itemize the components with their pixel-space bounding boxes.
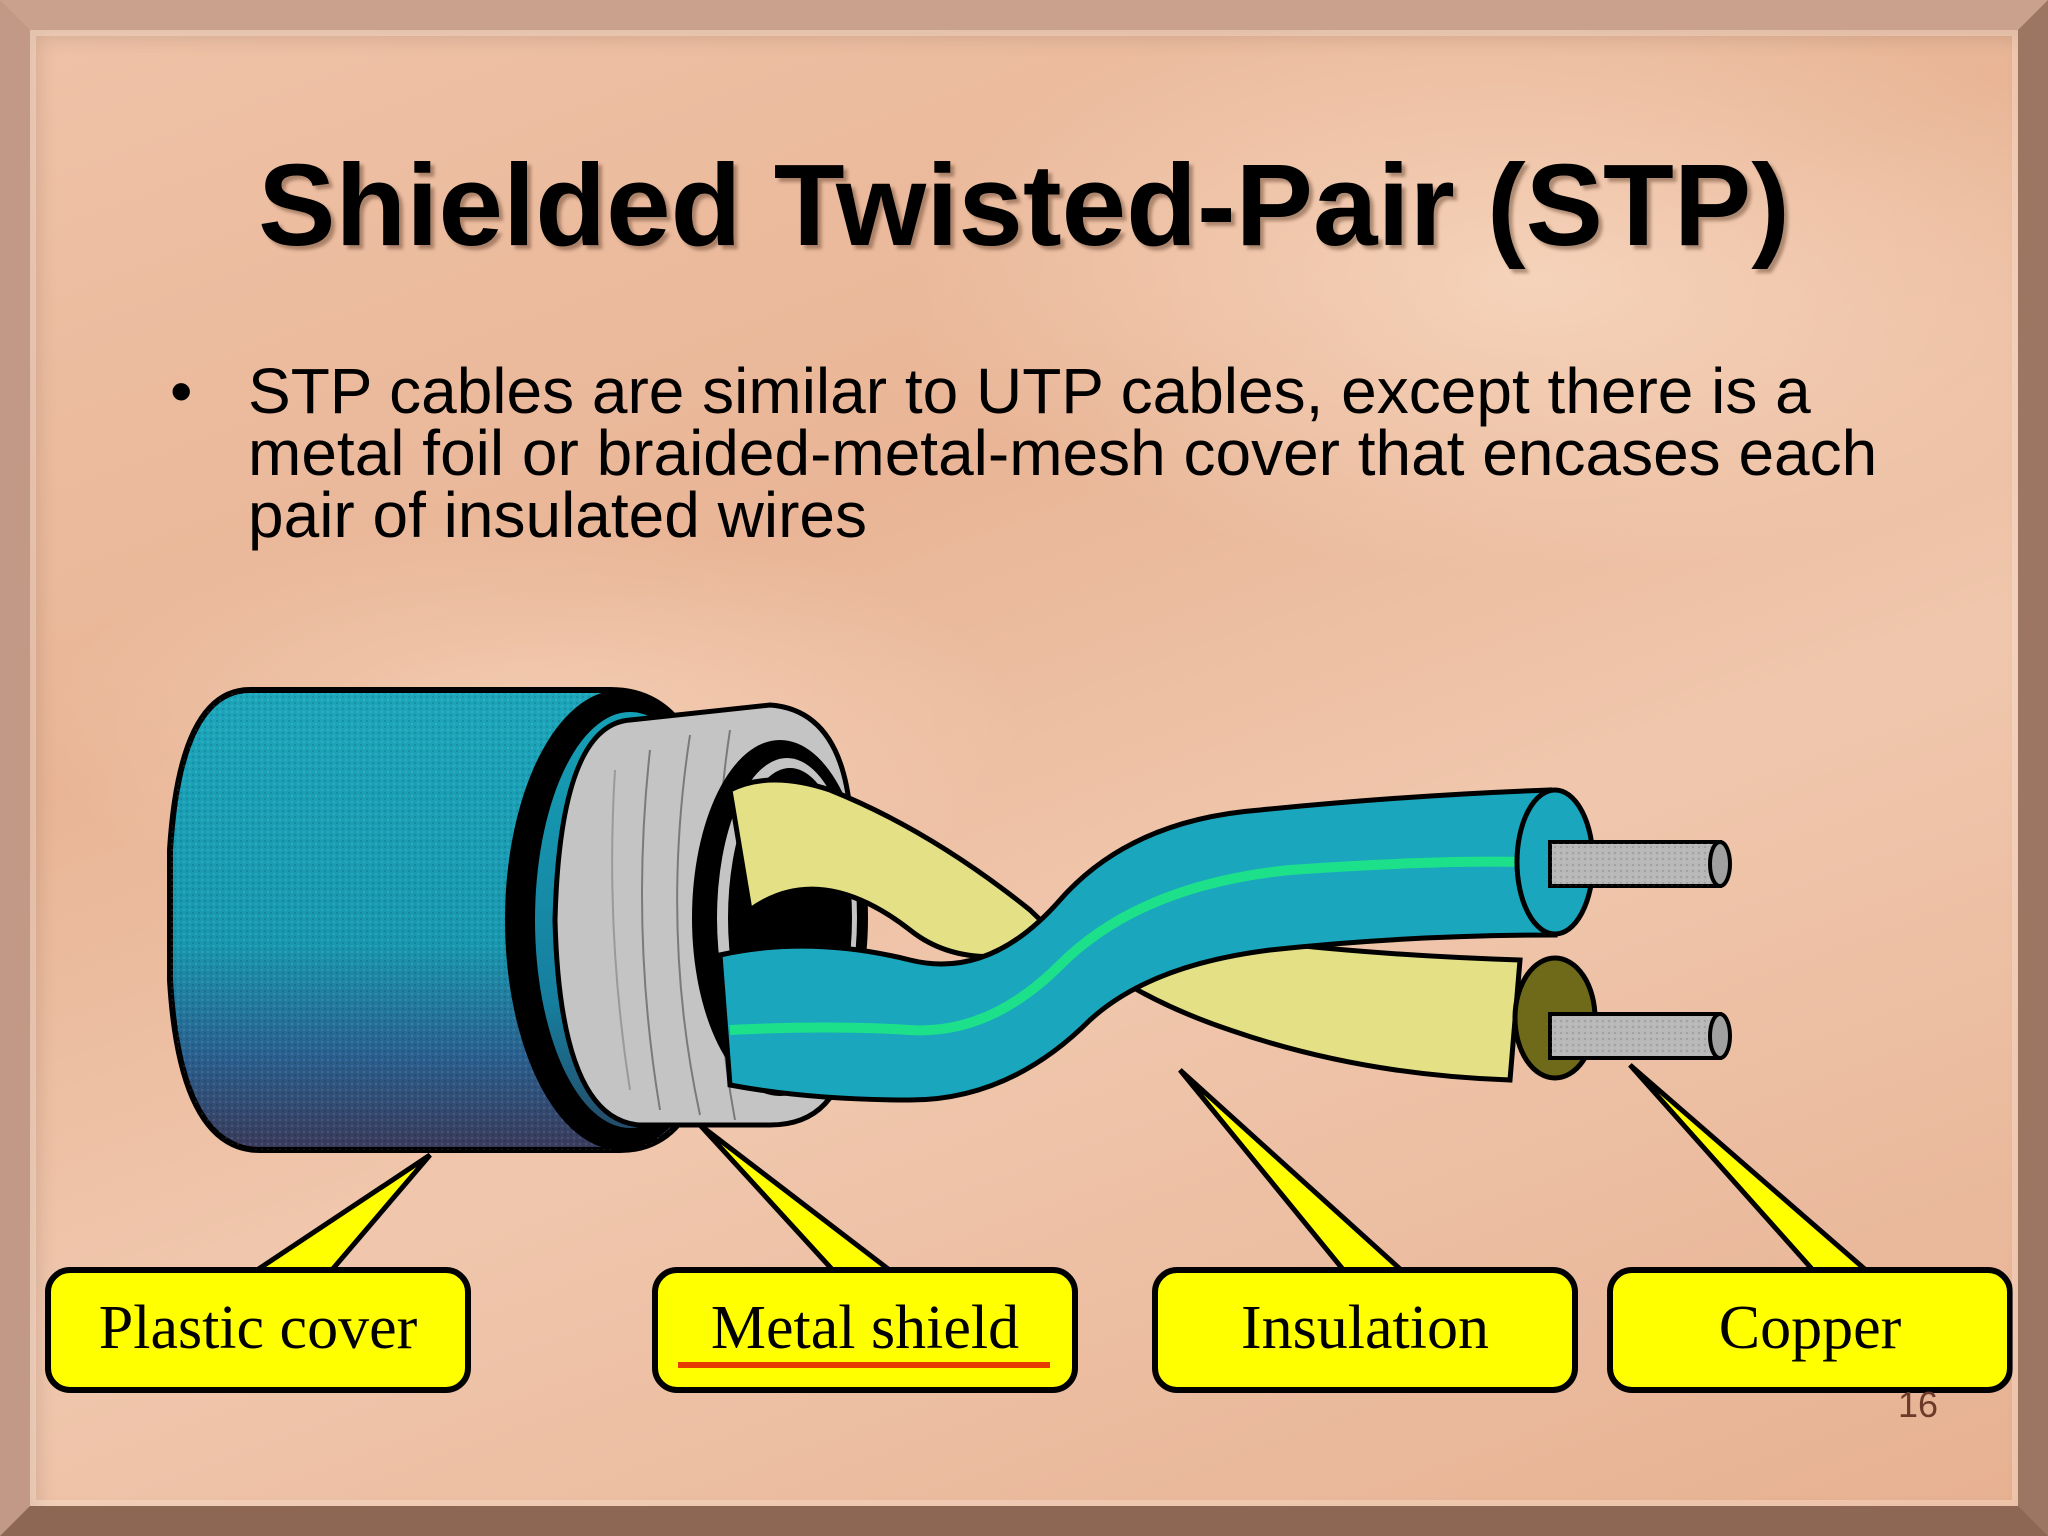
label-insulation: Insulation xyxy=(1152,1267,1578,1393)
label-copper: Copper xyxy=(1607,1267,2013,1393)
label-copper-text: Copper xyxy=(1719,1294,1902,1362)
page-number: 16 xyxy=(1897,1384,1938,1425)
copper-conductors xyxy=(1548,840,1732,1060)
label-plastic-cover: Plastic cover xyxy=(45,1267,471,1393)
bullet-dot: • xyxy=(170,355,193,427)
label-plastic-cover-text: Plastic cover xyxy=(99,1294,418,1362)
bullet-text: STP cables are similar to UTP cables, ex… xyxy=(248,355,1878,551)
label-metal-shield: Metal shield xyxy=(652,1267,1078,1393)
slide-title: Shielded Twisted-Pair (STP) xyxy=(258,140,1790,270)
label-metal-shield-text: Metal shield xyxy=(711,1294,1019,1362)
label-insulation-text: Insulation xyxy=(1241,1294,1489,1362)
stp-cable-diagram: Plastic cover Metal shield Insulation Co… xyxy=(45,687,2013,1393)
callout-pointers xyxy=(236,1063,1882,1281)
